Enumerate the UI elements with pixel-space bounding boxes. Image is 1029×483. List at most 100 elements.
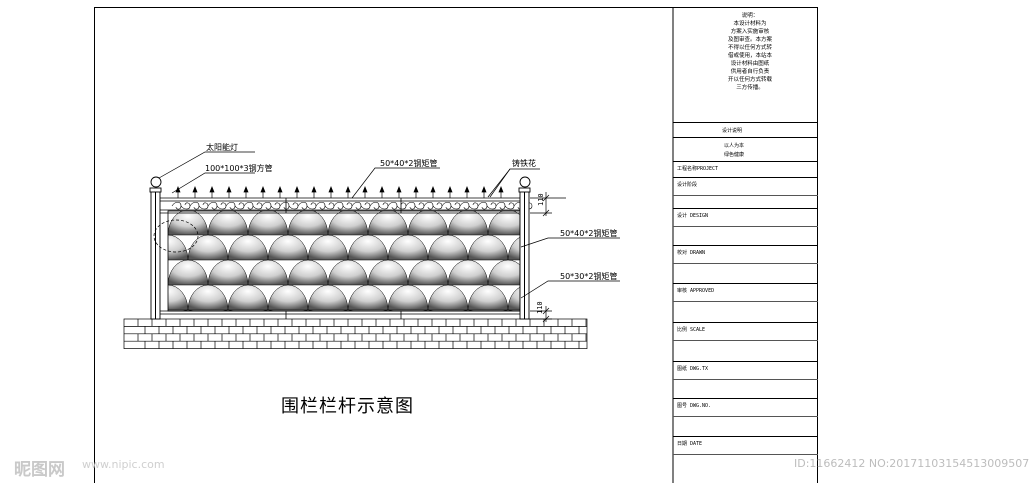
tb-row-subline <box>673 226 818 227</box>
scale-tile <box>307 234 349 261</box>
scale-tile <box>367 211 409 236</box>
spike-tip <box>413 186 419 193</box>
scale-tile <box>168 259 209 286</box>
spike-tip <box>226 186 232 193</box>
scale-tile <box>447 259 489 286</box>
scroll-ornament <box>459 201 479 210</box>
scale-tile <box>387 234 429 261</box>
tb-line <box>673 122 818 123</box>
tb-row-label: 工程名称PROJECT <box>677 166 719 172</box>
tb-row-line <box>673 208 818 209</box>
scale-tile <box>427 284 469 311</box>
scale-tile <box>227 234 269 261</box>
drawing-title: 围栏栏杆示意图 <box>281 396 414 417</box>
tb-row-subline <box>673 379 818 380</box>
scroll-ornament <box>207 201 227 210</box>
watermark-id: ID:11662412 NO:20171103154513009507 <box>794 457 1029 470</box>
spike-tip <box>328 186 334 193</box>
scale-pattern-panel <box>168 211 520 311</box>
tb-row-subline <box>673 263 818 264</box>
detail-ellipse <box>153 219 199 253</box>
scale-tile <box>367 259 409 286</box>
tb-row-label: 校对 DRAWN <box>677 250 706 256</box>
dim-top-label: 110 <box>537 193 545 206</box>
tb-row-line <box>673 161 818 162</box>
scale-tile <box>187 284 229 311</box>
spike-tip <box>345 186 351 193</box>
watermark-url: www.nipic.com <box>82 458 165 471</box>
tb-row-subline <box>673 454 818 455</box>
scale-tile <box>287 259 329 286</box>
scroll-ornament <box>423 201 443 210</box>
cast-iron-scrolls <box>171 201 533 210</box>
tb-row-label: 图纸 DWG.TX <box>677 366 709 372</box>
scroll-ornament <box>351 201 371 210</box>
scale-tile <box>327 211 369 236</box>
spike-tip <box>379 186 385 193</box>
tb-row-label: 日期 DATE <box>677 441 703 447</box>
tb-row-line <box>673 322 818 323</box>
tb-row-line <box>673 361 818 362</box>
spike-tip <box>481 186 487 193</box>
spike-tip <box>447 186 453 193</box>
tb-row-line <box>673 283 818 284</box>
scroll-ornament <box>297 201 317 210</box>
scroll-ornament <box>477 201 497 210</box>
dimension-marks <box>530 192 566 323</box>
scale-tile <box>227 284 269 311</box>
tb-row-label: 审核 APPROVED <box>677 288 715 294</box>
tb-row-subline <box>673 195 818 196</box>
scale-tile <box>427 234 469 261</box>
callout-square-tube: 100*100*3钢方管 <box>205 164 273 173</box>
dim-bottom-label: 110 <box>536 301 544 314</box>
spike-tip <box>243 186 249 193</box>
top-rail <box>160 197 525 214</box>
spike-tip <box>294 186 300 193</box>
scale-tile <box>447 211 489 236</box>
scroll-ornament <box>315 201 335 210</box>
spike-tip <box>362 186 368 193</box>
tb-row-subline <box>673 416 818 417</box>
scale-tile <box>487 259 520 286</box>
scale-tile <box>507 286 520 311</box>
design-note-title: 设计说明 <box>722 128 743 134</box>
scale-tile <box>168 234 189 261</box>
spike-tip <box>192 186 198 193</box>
spike-tip <box>430 186 436 193</box>
design-note-line1: 以人为本 <box>724 143 745 149</box>
spike-tip <box>464 186 470 193</box>
posts <box>149 176 531 320</box>
scale-tile <box>247 211 289 236</box>
scale-tile <box>267 234 309 261</box>
tb-row-line <box>673 398 818 399</box>
scroll-ornament <box>495 201 515 210</box>
tb-row-subline <box>673 340 818 341</box>
scale-tile <box>387 284 429 311</box>
scroll-ornament <box>225 201 245 210</box>
scroll-ornament <box>387 201 407 210</box>
tb-line <box>673 137 818 138</box>
spike-tip <box>260 186 266 193</box>
tb-row-label: 图号 DWG.NO. <box>677 403 712 409</box>
spike-tip <box>498 186 504 193</box>
scale-tile <box>168 231 169 236</box>
scroll-ornament <box>333 201 353 210</box>
scroll-ornament <box>171 201 191 210</box>
spike-tip <box>311 186 317 193</box>
spike-tip <box>209 186 215 193</box>
callout-solar-lamp: 太阳能灯 <box>206 143 238 152</box>
tb-row-label: 设计阶段 <box>677 182 698 188</box>
scale-tile <box>327 259 369 286</box>
callout-rect-tube-bottom: 50*30*2钢矩管 <box>560 272 618 281</box>
rail-spikes <box>175 186 504 198</box>
scroll-ornament <box>189 201 209 210</box>
title-block-notes: 说明： 本设计材料为 方案入实施审核 及图审查。本方案 不得以任何方式转 借或使… <box>727 13 772 91</box>
scale-tile <box>207 211 249 236</box>
callout-rect-tube-top: 50*40*2钢矩管 <box>380 159 438 168</box>
scroll-ornament <box>369 201 389 210</box>
brick-wall <box>123 318 588 349</box>
scale-tile <box>187 234 229 261</box>
tb-row-line <box>673 436 818 437</box>
scale-tile <box>168 211 209 236</box>
